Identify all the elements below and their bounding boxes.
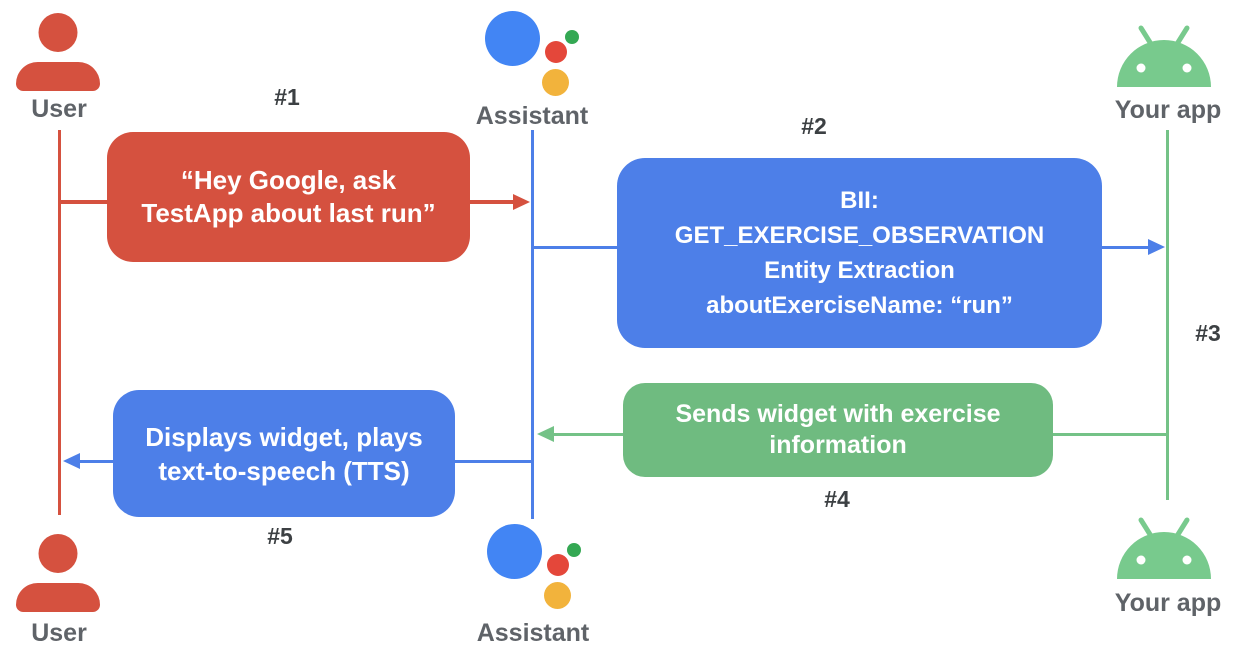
assistant-blue-dot bbox=[487, 524, 542, 579]
assistant-green-dot bbox=[565, 30, 579, 44]
app-lifeline bbox=[1166, 130, 1169, 500]
step-label-2: #2 bbox=[801, 113, 827, 139]
actor-label-app-top: Your app bbox=[1114, 96, 1222, 124]
message-line: Sends widget with exercise bbox=[675, 400, 1001, 428]
actor-label-assistant-bottom: Assistant bbox=[476, 619, 590, 647]
message-line: GET_EXERCISE_OBSERVATION bbox=[674, 222, 1045, 249]
android-logo-icon bbox=[1116, 514, 1212, 580]
actor-label-assistant-top: Assistant bbox=[475, 102, 589, 130]
person-body-shape bbox=[16, 62, 100, 91]
assistant-yellow-dot bbox=[542, 69, 569, 96]
arrow-2-head-right-icon bbox=[1148, 239, 1165, 255]
message-line: information bbox=[769, 431, 907, 459]
message-line: Entity Extraction bbox=[764, 257, 955, 284]
person-head-shape bbox=[38, 13, 78, 52]
arrow-5-head-left-icon bbox=[63, 453, 80, 469]
message-line: text-to-speech (TTS) bbox=[158, 455, 410, 486]
step-label-3: #3 bbox=[1195, 320, 1221, 346]
user-lifeline bbox=[58, 130, 61, 515]
google-assistant-logo-icon bbox=[487, 524, 583, 610]
person-body-shape bbox=[16, 583, 100, 612]
actor-label-user-top: User bbox=[31, 95, 87, 123]
google-assistant-logo-icon bbox=[485, 11, 581, 97]
arrow-1-head-right-icon bbox=[513, 194, 530, 210]
message-line: “Hey Google, ask bbox=[180, 165, 397, 195]
message-displays-widget: Displays widget, plays text-to-speech (T… bbox=[113, 390, 455, 517]
message-line: Displays widget, plays bbox=[145, 421, 423, 452]
actor-label-user-bottom: User bbox=[31, 619, 87, 647]
message-line: BII: bbox=[840, 187, 879, 214]
actor-label-app-bottom: Your app bbox=[1114, 589, 1222, 617]
android-logo-icon bbox=[1116, 22, 1212, 88]
assistant-red-dot bbox=[545, 41, 567, 63]
assistant-yellow-dot bbox=[544, 582, 571, 609]
assistant-lifeline bbox=[531, 130, 534, 519]
step-label-4: #4 bbox=[824, 486, 850, 512]
step-label-5: #5 bbox=[267, 523, 293, 549]
user-icon bbox=[16, 13, 100, 91]
arrow-4-head-left-icon bbox=[537, 426, 554, 442]
assistant-red-dot bbox=[547, 554, 569, 576]
message-bii-intent: BII: GET_EXERCISE_OBSERVATION Entity Ext… bbox=[617, 158, 1102, 348]
person-head-shape bbox=[38, 534, 78, 573]
user-icon bbox=[16, 534, 100, 612]
assistant-blue-dot bbox=[485, 11, 540, 66]
message-sends-widget: Sends widget with exercise information bbox=[623, 383, 1053, 477]
step-label-1: #1 bbox=[274, 84, 300, 110]
message-user-query: “Hey Google, ask TestApp about last run” bbox=[107, 132, 470, 262]
message-line: aboutExerciseName: “run” bbox=[706, 292, 1013, 319]
assistant-green-dot bbox=[567, 543, 581, 557]
message-line: TestApp about last run” bbox=[141, 198, 436, 228]
